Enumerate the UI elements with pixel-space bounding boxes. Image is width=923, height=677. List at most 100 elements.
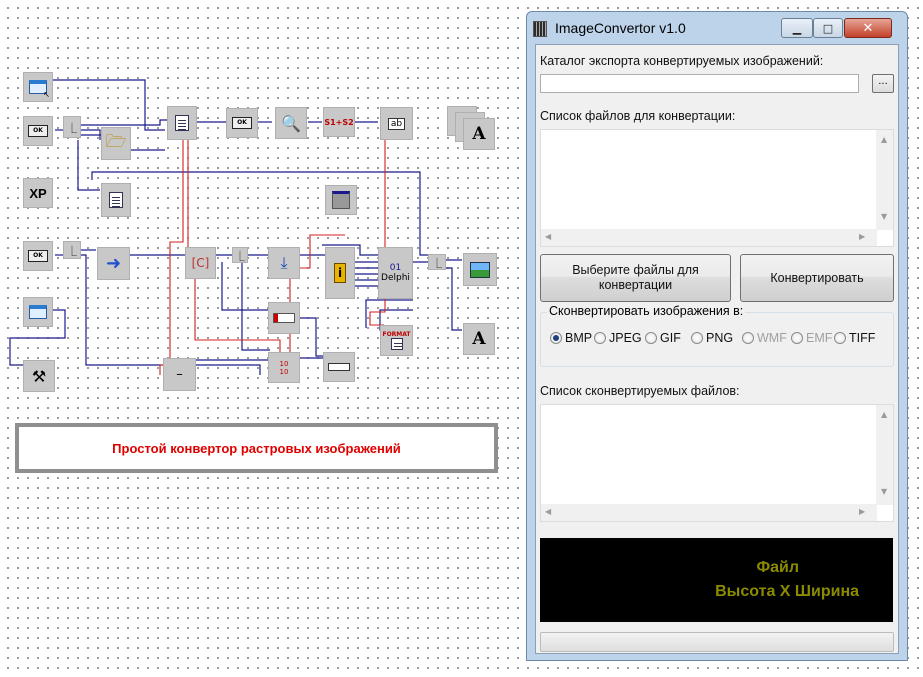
format-radio-png[interactable]: PNG [691,331,734,345]
files-hscroll[interactable]: ◀ ▶ [541,229,877,246]
edit-component[interactable]: ab [380,107,413,140]
convert-button[interactable]: Конвертировать [740,254,894,302]
for-loop-component[interactable]: ➜ [97,247,130,280]
radio-circle [791,332,803,344]
radio-label: EMF [806,331,833,345]
export-dir-input[interactable] [540,74,859,93]
maximize-button[interactable]: □ [813,18,843,38]
schematic-canvas[interactable]: ↖ OK ⎿ 🗁 OK 🔍 S1+S2 ab A XP OK ⎿ [0,0,520,677]
window-component[interactable] [23,297,53,327]
list-component-2[interactable] [101,183,131,217]
radio-label: TIFF [849,331,876,345]
browse-button[interactable]: ... [872,74,894,93]
converted-hscroll[interactable]: ◀ ▶ [541,504,877,521]
file-info-panel: Файл Высота Х Ширина [540,538,893,622]
scroll-left-icon[interactable]: ◀ [545,507,552,516]
scroll-left-icon[interactable]: ◀ [545,232,552,241]
trigger-component-3[interactable]: ⎿ [232,247,248,263]
progress-component[interactable] [268,302,300,334]
image-load-component[interactable]: ⤓ [268,247,300,279]
trigger-component[interactable]: ⎿ [63,116,81,138]
trigger-component-2[interactable]: ⎿ [63,241,81,259]
list-component[interactable] [167,106,197,140]
converted-list-label: Список сконвертируемых файлов: [540,384,740,398]
panel-icon [332,191,350,209]
label-component[interactable]: A [463,118,495,150]
delphi-component[interactable]: 01 Delphi [378,247,413,299]
counter-top-label: 10 [279,359,289,368]
letter-a-icon: A [472,124,486,144]
list-icon [109,192,123,208]
open-dialog-component[interactable]: 🗁 [101,127,131,160]
search-component[interactable]: 🔍 [275,107,307,139]
scroll-up-icon[interactable]: ▲ [881,135,888,144]
ok-button-component-3[interactable]: OK [23,241,53,271]
trigger-icon: ⎿ [67,123,77,135]
note-text: Простой конвертор растровых изображений [112,440,401,456]
converted-vscroll[interactable]: ▲ ▼ [876,405,893,505]
progress-bar [540,632,894,652]
scroll-right-icon[interactable]: ▶ [859,507,866,516]
minus-icon: – [176,367,183,382]
converted-listbox[interactable]: ▲ ▼ ◀ ▶ [540,404,894,522]
app-window: ImageConvertor v1.0 ▁ □ ✕ Каталог экспор… [526,11,908,661]
image-component[interactable] [463,253,497,286]
window-icon [29,305,47,319]
format-group: Сконвертировать изображения в: [540,304,894,367]
ok-icon: OK [28,125,48,137]
cursor-icon: ↖ [43,90,50,99]
trigger-component-4[interactable]: ⎿ [428,254,446,270]
export-dir-label: Каталог экспорта конвертируемых изображе… [540,54,824,68]
format-radio-gif[interactable]: GIF [645,331,681,345]
close-button[interactable]: ✕ [844,18,892,38]
format-radio-emf[interactable]: EMF [791,331,833,345]
edit-icon: ab [387,117,406,130]
delphi-label: Delphi [381,273,410,283]
letter-a-icon: A [472,329,486,349]
radio-circle [594,332,606,344]
format-radio-jpeg[interactable]: JPEG [594,331,642,345]
math-component[interactable]: – [163,358,196,391]
minimize-button[interactable]: ▁ [781,18,813,38]
format-label: FORMAT [382,331,411,338]
picture-icon [470,261,490,278]
format-radio-bmp[interactable]: BMP [550,331,593,345]
scroll-up-icon[interactable]: ▲ [881,410,888,419]
form-window-component[interactable]: ↖ [23,72,53,102]
files-listbox[interactable]: ▲ ▼ ◀ ▶ [540,129,894,247]
info-icon: i [333,263,347,283]
scroll-down-icon[interactable]: ▼ [881,212,888,221]
trigger-icon: ⎿ [67,246,77,258]
info-component[interactable]: i [325,247,355,299]
counter-component[interactable]: 10 10 [268,352,300,383]
panel-component[interactable] [325,185,357,215]
select-files-button[interactable]: Выберите файлы для конвертации [540,254,731,302]
radio-circle [742,332,754,344]
title-bar[interactable]: ImageConvertor v1.0 ▁ □ ✕ [527,12,907,44]
format-component[interactable]: FORMAT [380,325,413,356]
radio-label: GIF [660,331,681,345]
xp-theme-component[interactable]: XP [23,178,53,208]
ok-button-component-2[interactable]: OK [226,108,258,138]
label-component-2[interactable]: A [463,323,495,355]
array-component[interactable]: [C] [185,247,216,279]
wire-layer [9,79,462,375]
ok-button-component[interactable]: OK [23,116,53,146]
radio-label: PNG [706,331,734,345]
counter-bottom-label: 10 [279,367,289,376]
statusbar-component[interactable] [323,352,355,382]
window-icon [29,80,47,94]
scroll-right-icon[interactable]: ▶ [859,232,866,241]
trigger-icon: ⎿ [235,251,245,263]
concat-icon: S1+S2 [324,117,354,127]
doc-icon [390,338,403,350]
tools-component[interactable]: ⚒ [23,360,55,392]
format-radio-wmf[interactable]: WMF [742,331,787,345]
format-radio-tiff[interactable]: TIFF [834,331,876,345]
window-title: ImageConvertor v1.0 [555,20,686,36]
string-concat-component[interactable]: S1+S2 [323,107,355,137]
xp-icon: XP [29,185,47,201]
scroll-down-icon[interactable]: ▼ [881,487,888,496]
format-group-title: Сконвертировать изображения в: [547,304,746,318]
files-vscroll[interactable]: ▲ ▼ [876,130,893,230]
